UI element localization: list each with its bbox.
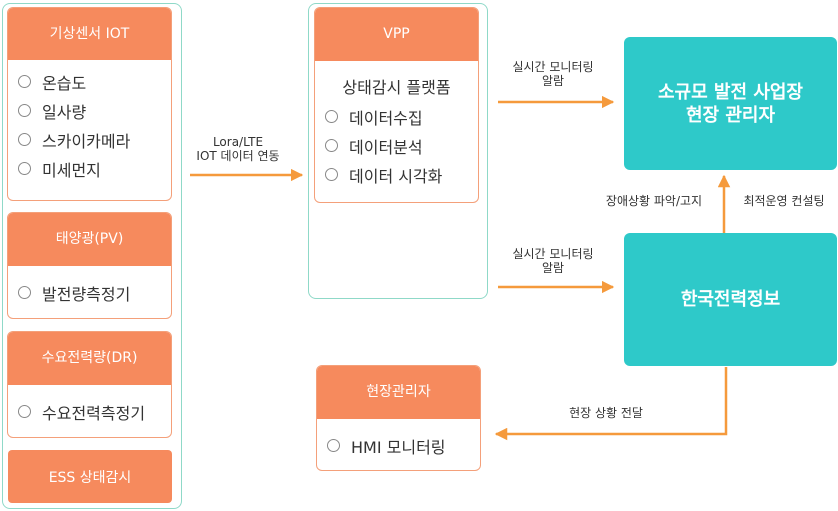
operator-node: 소규모 발전 사업장 현장 관리자 [624,37,837,170]
consult-label: 최적운영 컨설팅 [743,194,825,208]
list-item: 데이터 시각화 [325,160,478,189]
list-item: 미세먼지 [18,154,171,183]
list-item: 일사량 [18,96,171,125]
dr-title: 수요전력량(DR) [8,332,171,385]
ess-status-box: ESS 상태감시 [8,450,172,503]
lora-label-line-2: IOT 데이터 연동 [196,149,280,163]
list-item: 데이터분석 [325,131,478,160]
vpp-card: VPP 상태감시 플랫폼 데이터수집 데이터분석 데이터 시각화 [314,7,479,203]
item-label: 미세먼지 [42,160,101,180]
pv-card: 태양광(PV) 발전량측정기 [7,212,172,319]
circle-bullet-icon [325,110,338,123]
list-item: 수요전력측정기 [18,397,171,426]
operator-line-2: 현장 관리자 [685,104,776,126]
pv-title: 태양광(PV) [8,213,171,266]
site-arrow [494,367,728,441]
kepco-node: 한국전력정보 [624,233,837,366]
circle-bullet-icon [18,405,31,418]
item-label: 수요전력측정기 [42,403,146,423]
monitor-top-line-2: 알람 [541,74,565,88]
operator-line-1: 소규모 발전 사업장 [657,81,803,103]
monitor-bottom-line-1: 실시간 모니터링 [512,247,594,261]
item-label: 발전량측정기 [42,284,131,304]
item-label: 일사량 [42,102,87,122]
site-manager-title: 현장관리자 [317,366,480,419]
list-item: 데이터수집 [325,102,478,131]
list-item: 온습도 [18,67,171,96]
weather-sensor-card: 기상센서 IOT 온습도 일사량 스카이카메라 미세먼지 [7,7,172,201]
circle-bullet-icon [325,139,338,152]
dr-card: 수요전력량(DR) 수요전력측정기 [7,331,172,438]
circle-bullet-icon [325,168,338,181]
circle-bullet-icon [18,162,31,175]
lora-label-line-1: Lora/LTE [212,135,264,149]
vpp-title: VPP [315,8,478,61]
circle-bullet-icon [18,75,31,88]
vpp-subtitle: 상태감시 플랫폼 [342,78,451,97]
circle-bullet-icon [18,104,31,117]
site-status-label: 현장 상황 전달 [569,406,643,420]
item-label: 데이터분석 [349,137,423,157]
item-label: 스카이카메라 [42,131,131,151]
list-item: 발전량측정기 [18,278,171,307]
weather-sensor-title: 기상센서 IOT [8,8,171,60]
circle-bullet-icon [18,286,31,299]
monitor-bottom-line-2: 알람 [541,261,565,275]
monitor-bottom-label: 실시간 모니터링 알람 [503,247,603,275]
item-label: 데이터 시각화 [349,166,443,186]
item-label: HMI 모니터링 [351,437,446,457]
monitor-top-label: 실시간 모니터링 알람 [503,60,603,88]
circle-bullet-icon [18,133,31,146]
item-label: 온습도 [42,73,87,93]
site-manager-card: 현장관리자 HMI 모니터링 [316,365,481,471]
circle-bullet-icon [327,439,340,452]
item-label: 데이터수집 [349,108,423,128]
list-item: 스카이카메라 [18,125,171,154]
list-item: HMI 모니터링 [327,431,480,460]
fault-label: 장애상황 파악/고지 [605,194,703,208]
lora-label: Lora/LTE IOT 데이터 연동 [190,135,286,163]
monitor-top-line-1: 실시간 모니터링 [512,60,594,74]
